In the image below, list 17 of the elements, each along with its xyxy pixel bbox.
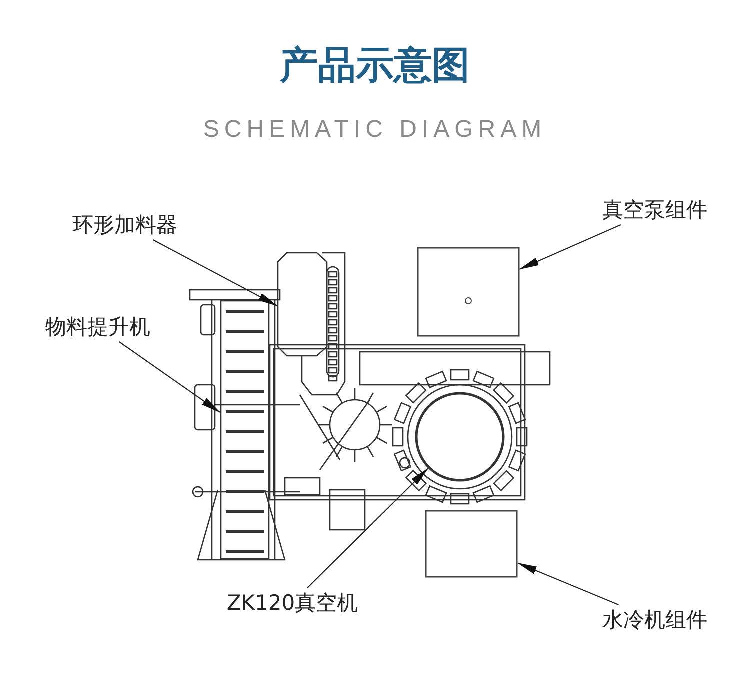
leader-line: [152, 240, 278, 306]
callout-label: 真空泵组件: [585, 195, 725, 225]
page-title: 产品示意图: [280, 43, 470, 87]
leader-line: [519, 224, 622, 270]
turntable-drawing: [415, 392, 505, 482]
callout-label: 物料提升机: [28, 312, 168, 342]
page-subtitle: SCHEMATIC DIAGRAM: [203, 116, 547, 143]
unit-outline: [417, 247, 520, 337]
feeder-drawing: [277, 252, 347, 397]
callout-label: 水冷机组件: [585, 605, 725, 635]
leader-line: [517, 562, 619, 606]
unit-outline: [425, 510, 518, 578]
callout-label: ZK120真空机: [225, 588, 360, 618]
elevator-drawing: [220, 300, 270, 560]
leader-line: [307, 468, 429, 588]
leader-line: [119, 342, 221, 414]
callout-label: 环形加料器: [55, 210, 195, 240]
